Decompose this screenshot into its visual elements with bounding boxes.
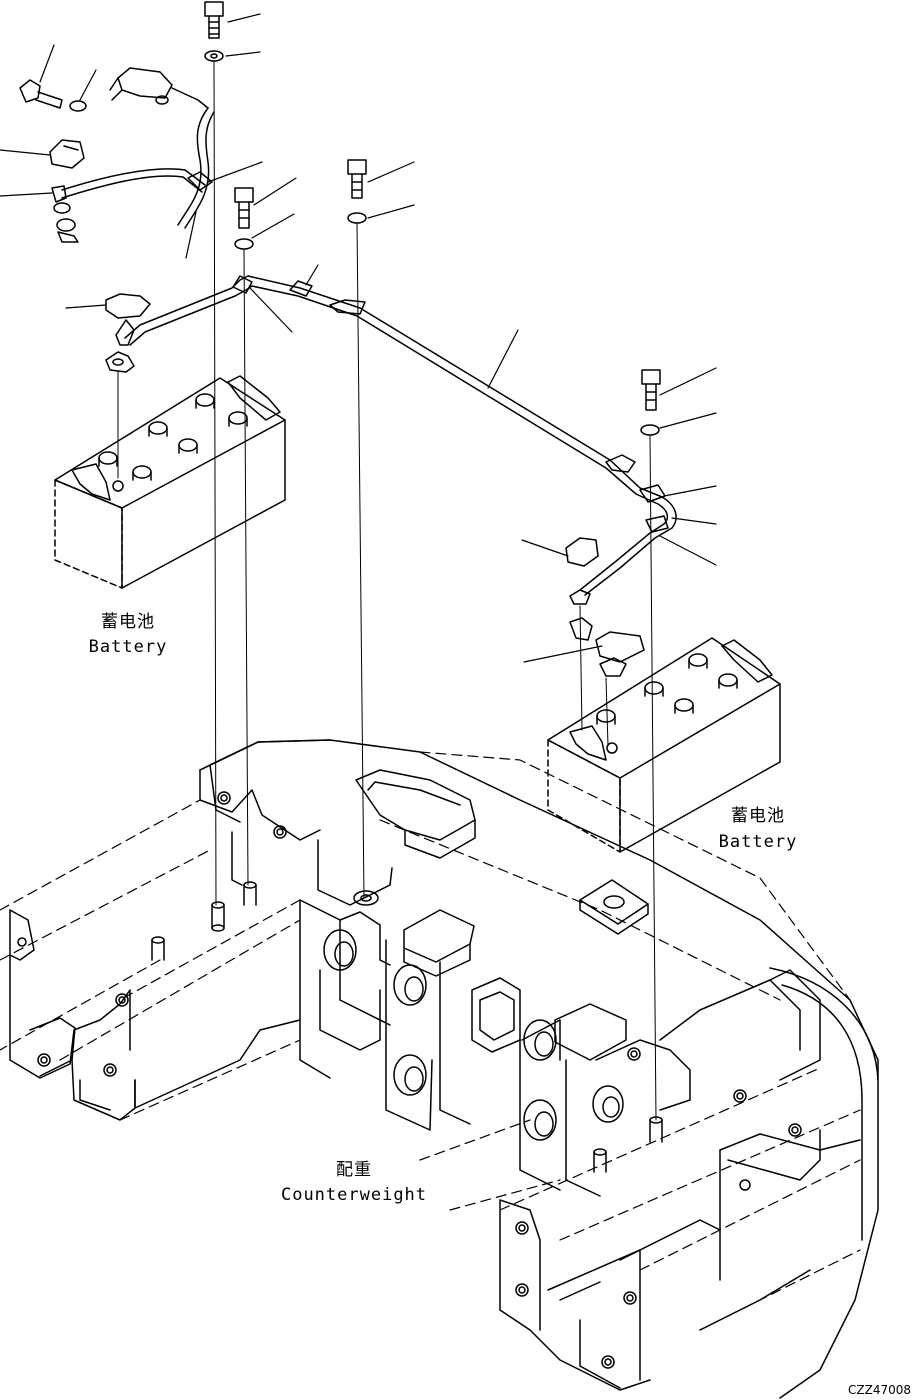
cable-clamp-3 [330,300,365,314]
terminal-lug-1 [50,140,84,168]
battery-right-label-en: Battery [718,832,798,852]
mounting-centerlines [118,62,656,1120]
terminal-right-1 [566,538,598,566]
terminal-upper-left [110,68,208,108]
battery-right [548,638,780,852]
counterweight [0,740,878,1398]
battery-cable [62,108,676,595]
terminal-lug-2 [52,186,70,213]
leader-lines [0,14,716,662]
terminal-left-battery [106,294,150,345]
washer-mid-2 [348,213,366,223]
terminal-lug-3 [57,219,78,242]
counterweight-label-cn: 配重 [336,1160,372,1180]
cable-clamp-4 [606,455,635,472]
terminal-right-post [600,658,626,676]
bolt-right [642,370,660,410]
bolt-top [205,2,223,38]
washer-mid-1 [235,239,253,249]
bolt-mid-1 [235,188,253,228]
washer-top [205,51,223,61]
cable-clamp-2 [290,281,312,296]
battery-left [55,376,285,588]
counterweight-label-en: Counterweight [280,1185,428,1205]
drawing-code: CZZ47008 [848,1383,911,1397]
cable-clamp-1 [233,276,252,293]
washer-left [70,101,86,111]
battery-left-label-en: Battery [88,637,168,657]
bolt-mid-2 [348,160,366,198]
terminal-left-post [106,352,134,372]
battery-left-label-cn: 蓄电池 [101,612,155,632]
washer-right [641,425,659,435]
cable-clamp-6 [188,172,212,190]
terminal-right-2 [570,590,590,604]
battery-right-label-cn: 蓄电池 [731,806,785,826]
bolt-left [20,80,62,108]
